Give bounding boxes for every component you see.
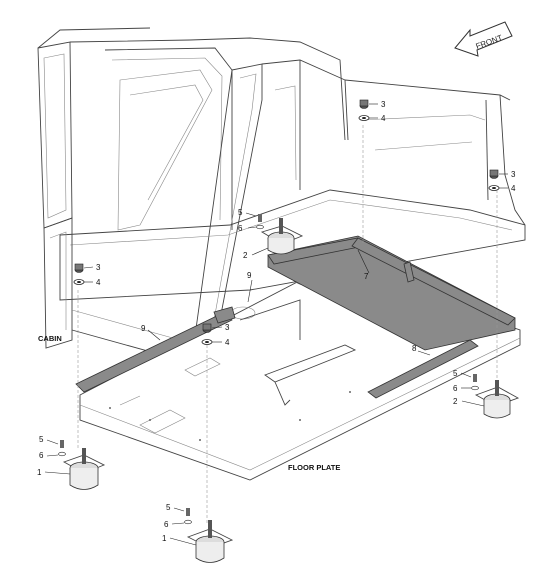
pad-9 <box>75 311 233 393</box>
callout-4-rear: 4 <box>381 114 386 123</box>
floor-plate-label: FLOOR PLATE <box>288 463 340 472</box>
callout-1-left: 1 <box>37 468 42 477</box>
callout-5-upper: 5 <box>238 208 243 217</box>
leader-lines <box>44 103 508 546</box>
callout-9-upper: 9 <box>247 271 252 280</box>
front-arrow: FRONT <box>454 21 513 57</box>
mount-left <box>58 440 106 490</box>
callout-numbers: 3 4 3 4 3 4 3 4 5 6 2 7 9 9 8 5 6 2 5 6 … <box>37 100 516 543</box>
mount-upper-center <box>256 214 304 255</box>
callout-4-left: 4 <box>96 278 101 287</box>
pad-8 <box>367 339 479 399</box>
cabin-label: CABIN <box>38 334 62 343</box>
callout-7: 7 <box>364 272 369 281</box>
callout-6-left: 6 <box>39 451 44 460</box>
callout-3-rear: 3 <box>381 100 386 109</box>
callout-5-bottom: 5 <box>166 503 171 512</box>
callout-4-right: 4 <box>511 184 516 193</box>
rubber-pads <box>75 235 516 399</box>
callout-3-right: 3 <box>511 170 516 179</box>
callout-6-bottom: 6 <box>164 520 169 529</box>
callout-3-left: 3 <box>96 263 101 272</box>
callout-4-center: 4 <box>225 338 230 347</box>
upper-hardware <box>73 99 500 345</box>
callout-1-bottom: 1 <box>162 534 167 543</box>
mount-right <box>471 374 520 419</box>
pad-7 <box>267 235 516 351</box>
callout-5-right: 5 <box>453 369 458 378</box>
callout-9-left: 9 <box>141 324 146 333</box>
callout-5-left: 5 <box>39 435 44 444</box>
callout-6-upper: 6 <box>238 224 243 233</box>
callout-2-right: 2 <box>453 397 458 406</box>
callout-6-right: 6 <box>453 384 458 393</box>
mounts <box>58 214 520 563</box>
callout-2-upper: 2 <box>243 251 248 260</box>
mount-bottom <box>184 508 234 563</box>
callout-3-center: 3 <box>225 323 230 332</box>
callout-8: 8 <box>412 344 417 353</box>
